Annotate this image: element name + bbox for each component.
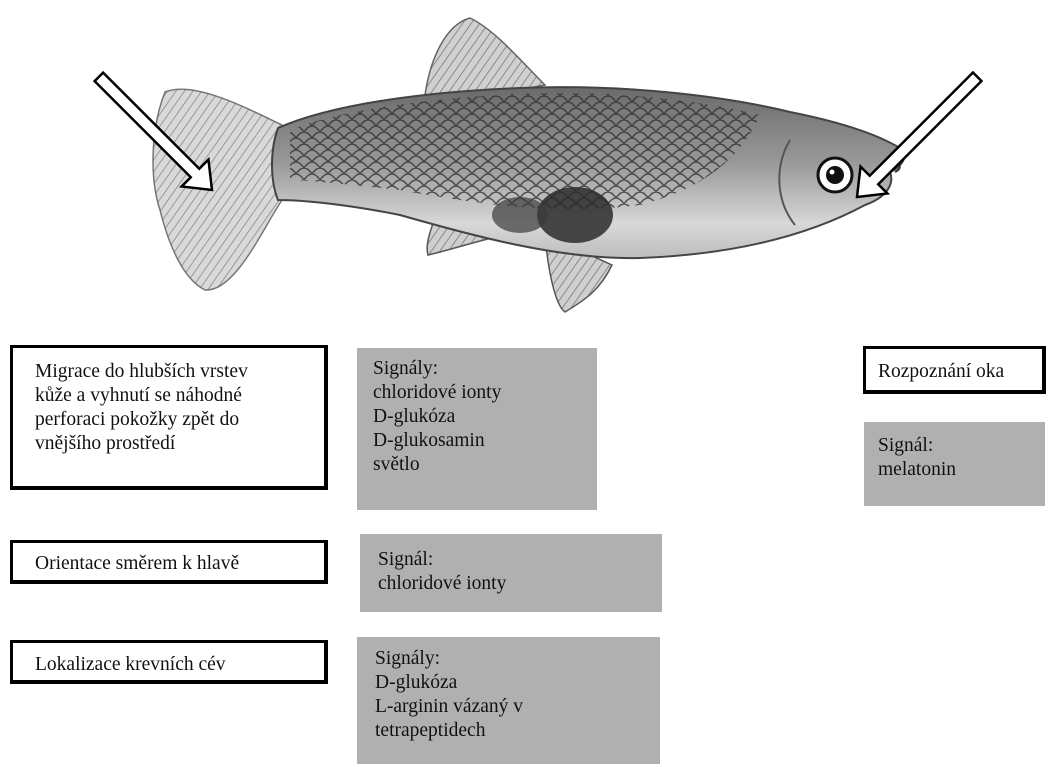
behavior-line: kůže a vyhnutí se náhodné [35, 384, 314, 408]
signal-box-migration: Signály: chloridové ionty D-glukóza D-gl… [357, 348, 597, 510]
signal-line: světlo [373, 453, 589, 477]
signal-line: melatonin [878, 458, 1037, 482]
behavior-line: Rozpoznání oka [878, 360, 1034, 384]
behavior-box-eye-recognition: Rozpoznání oka [863, 346, 1046, 394]
behavior-box-blood-vessels: Lokalizace krevních cév [10, 640, 328, 684]
signal-box-orientation: Signál: chloridové ionty [360, 534, 662, 612]
signal-line: tetrapeptidech [375, 719, 652, 743]
behavior-line: Migrace do hlubších vrstev [35, 360, 314, 384]
signal-line: Signály: [375, 647, 652, 671]
behavior-line: vnějšího prostředí [35, 432, 314, 456]
behavior-box-migration: Migrace do hlubších vrstev kůže a vyhnut… [10, 345, 328, 490]
signal-line: D-glukóza [375, 671, 652, 695]
behavior-box-orientation: Orientace směrem k hlavě [10, 540, 328, 584]
behavior-line: Lokalizace krevních cév [35, 653, 314, 677]
behavior-line: perforaci pokožky zpět do [35, 408, 314, 432]
behavior-line: Orientace směrem k hlavě [35, 552, 314, 576]
signal-line: chloridové ionty [378, 572, 654, 596]
signal-line: Signál: [378, 548, 654, 572]
signal-line: chloridové ionty [373, 381, 589, 405]
signal-box-blood-vessels: Signály: D-glukóza L-arginin vázaný v te… [357, 637, 660, 764]
signal-line: Signály: [373, 357, 589, 381]
signal-line: D-glukóza [373, 405, 589, 429]
signal-box-eye-recognition: Signál: melatonin [864, 422, 1045, 506]
signal-line: L-arginin vázaný v [375, 695, 652, 719]
signal-line: Signál: [878, 434, 1037, 458]
signal-line: D-glukosamin [373, 429, 589, 453]
